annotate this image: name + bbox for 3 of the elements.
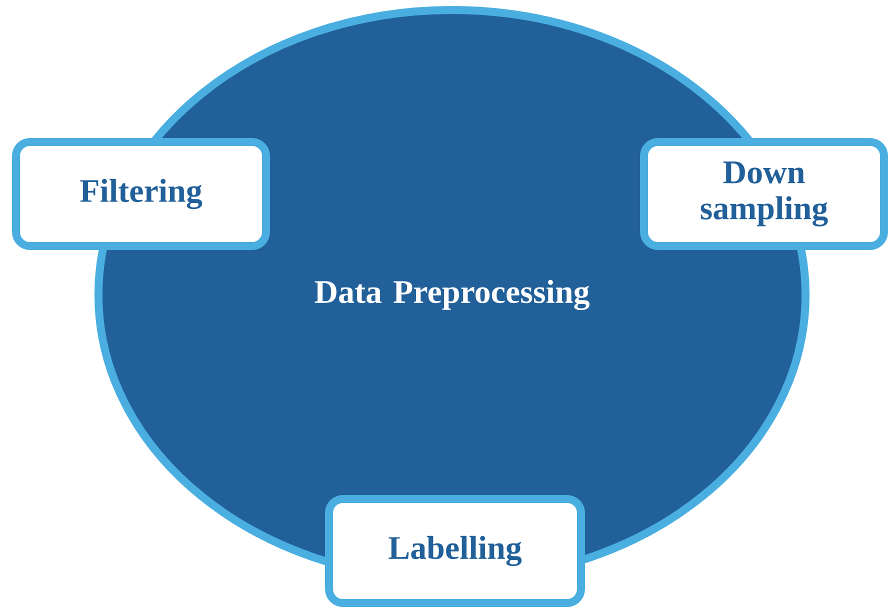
process-box: Filtering (12, 138, 270, 250)
process-box: Labelling (325, 495, 585, 607)
process-box: Down sampling (640, 138, 888, 250)
